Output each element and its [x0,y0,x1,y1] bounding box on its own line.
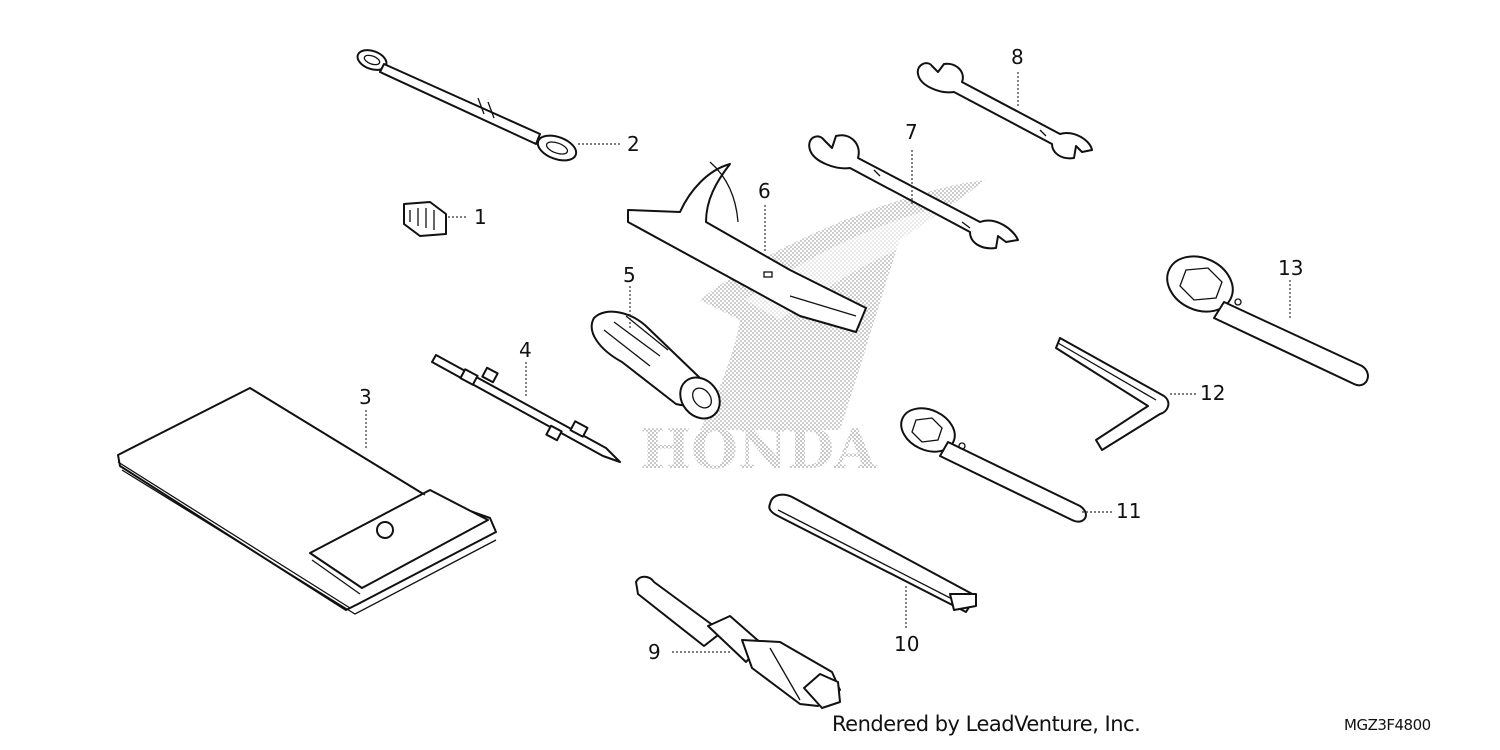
tool-extension-bar-icon [768,493,977,613]
diagram-code: MGZ3F4800 [1344,716,1431,734]
watermark-text: HONDA [640,417,877,481]
tool-plug-wrench-icon [635,575,841,709]
part-number-11: 11 [1116,499,1141,523]
tool-screwdriver-bit-icon [431,354,621,463]
part-number-4: 4 [519,338,532,362]
tool-hex-key-icon [1055,337,1170,451]
tool-pin-spanner-icon [627,161,867,333]
tool-fuse-clip-icon [403,201,447,237]
tool-bag-icon [117,387,497,615]
tool-open-wrench-large-icon [808,134,1019,250]
part-number-10: 10 [894,632,919,656]
part-number-2: 2 [627,132,640,156]
part-number-7: 7 [905,120,918,144]
part-number-9: 9 [648,640,661,664]
part-number-5: 5 [623,263,636,287]
tool-box-wrench-large-icon [1166,255,1369,387]
render-credit: Rendered by LeadVenture, Inc. [832,712,1141,736]
part-number-3: 3 [359,385,372,409]
tool-open-wrench-small-icon [916,62,1093,160]
part-number-8: 8 [1011,45,1024,69]
part-number-1: 1 [474,205,487,229]
tool-screwdriver-handle-icon [590,310,721,420]
part-number-13: 13 [1278,256,1303,280]
tool-ring-wrench-icon [356,49,578,162]
part-number-6: 6 [758,179,771,203]
tool-box-wrench-small-icon [900,407,1087,523]
part-number-12: 12 [1200,381,1225,405]
